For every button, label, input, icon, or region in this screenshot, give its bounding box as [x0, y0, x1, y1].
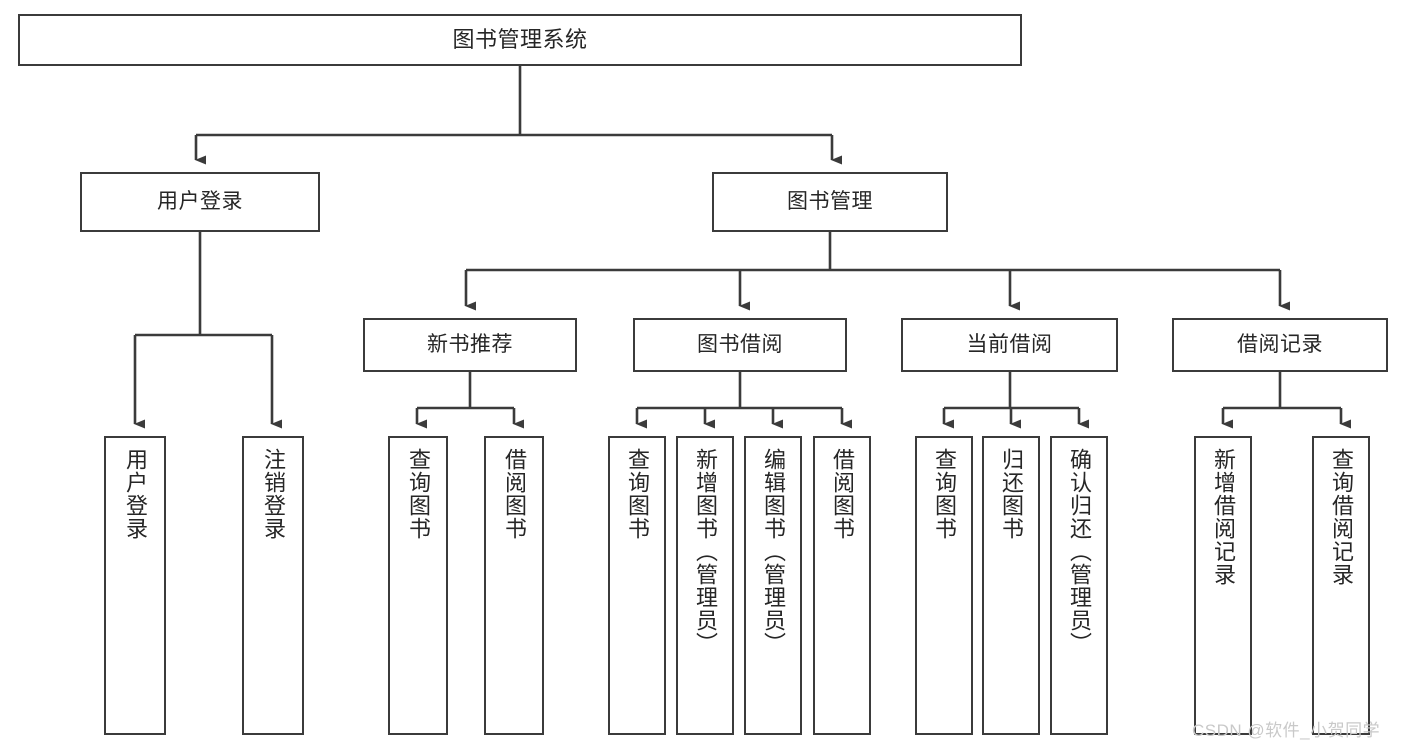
- leaf-book-borrow-borrow-label: 借阅图书: [829, 448, 855, 540]
- leaf-new-book-borrow[interactable]: 借阅图书: [484, 436, 544, 735]
- node-book-management[interactable]: 图书管理: [712, 172, 948, 232]
- node-book-borrow-label: 图书借阅: [697, 333, 783, 357]
- leaf-current-borrow-return-label: 归还图书: [998, 448, 1024, 540]
- leaf-user-login-logout[interactable]: 注销登录: [242, 436, 304, 735]
- leaf-user-login-login[interactable]: 用户登录: [104, 436, 166, 735]
- node-book-borrow[interactable]: 图书借阅: [633, 318, 847, 372]
- node-current-borrow[interactable]: 当前借阅: [901, 318, 1118, 372]
- leaf-new-book-query-label: 查询图书: [405, 448, 431, 540]
- leaf-book-borrow-add-label: 新增图书（管理员）: [692, 448, 718, 655]
- leaf-borrow-record-query-label: 查询借阅记录: [1328, 448, 1354, 586]
- leaf-current-borrow-confirm[interactable]: 确认归还（管理员）: [1050, 436, 1108, 735]
- leaf-book-borrow-query[interactable]: 查询图书: [608, 436, 666, 735]
- leaf-new-book-query[interactable]: 查询图书: [388, 436, 448, 735]
- csdn-watermark: CSDN @软件_小贺同学: [1192, 721, 1381, 740]
- node-user-login[interactable]: 用户登录: [80, 172, 320, 232]
- leaf-current-borrow-query[interactable]: 查询图书: [915, 436, 973, 735]
- node-root-system[interactable]: 图书管理系统: [18, 14, 1022, 66]
- leaf-book-borrow-edit[interactable]: 编辑图书（管理员）: [744, 436, 802, 735]
- leaf-book-borrow-add[interactable]: 新增图书（管理员）: [676, 436, 734, 735]
- node-user-login-label: 用户登录: [157, 190, 243, 214]
- leaf-user-login-login-label: 用户登录: [122, 448, 148, 540]
- leaf-borrow-record-add-label: 新增借阅记录: [1210, 448, 1236, 586]
- node-borrow-record[interactable]: 借阅记录: [1172, 318, 1388, 372]
- node-book-management-label: 图书管理: [787, 190, 873, 214]
- leaf-new-book-borrow-label: 借阅图书: [501, 448, 527, 540]
- node-current-borrow-label: 当前借阅: [966, 333, 1053, 357]
- leaf-borrow-record-add[interactable]: 新增借阅记录: [1194, 436, 1252, 735]
- leaf-current-borrow-return[interactable]: 归还图书: [982, 436, 1040, 735]
- leaf-book-borrow-borrow[interactable]: 借阅图书: [813, 436, 871, 735]
- leaf-user-login-logout-label: 注销登录: [260, 448, 286, 540]
- leaf-current-borrow-query-label: 查询图书: [931, 448, 957, 540]
- node-new-book-recommend-label: 新书推荐: [427, 333, 513, 357]
- leaf-book-borrow-query-label: 查询图书: [624, 448, 650, 540]
- node-root-system-label: 图书管理系统: [452, 26, 588, 52]
- leaf-book-borrow-edit-label: 编辑图书（管理员）: [760, 448, 786, 655]
- leaf-current-borrow-confirm-label: 确认归还（管理员）: [1066, 448, 1092, 655]
- leaf-borrow-record-query[interactable]: 查询借阅记录: [1312, 436, 1370, 735]
- node-borrow-record-label: 借阅记录: [1237, 333, 1323, 357]
- node-new-book-recommend[interactable]: 新书推荐: [363, 318, 577, 372]
